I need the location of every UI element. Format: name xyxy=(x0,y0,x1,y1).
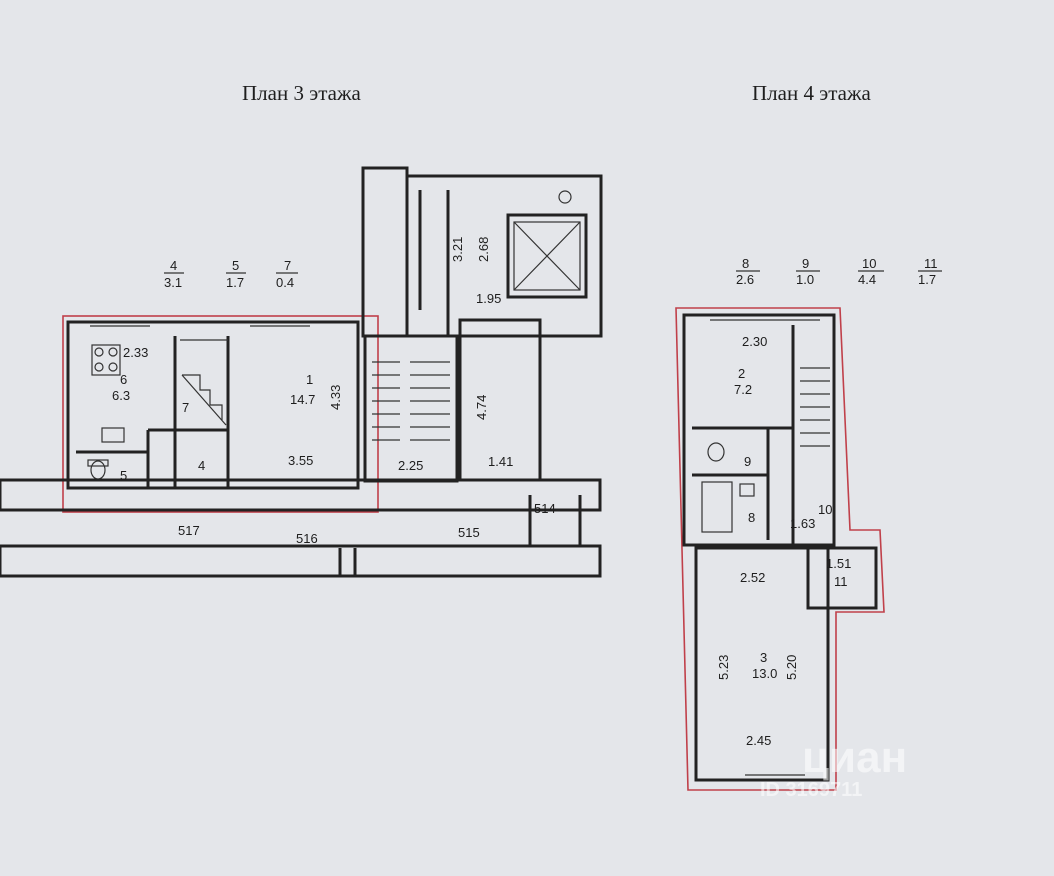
legend-area: 1.7 xyxy=(226,275,244,290)
corridor-width: 1.41 xyxy=(488,454,513,469)
floor4-plan: 2.30 2 7.2 9 8 10 1.63 1.51 11 2.52 3 13… xyxy=(675,307,885,791)
room7-label: 7 xyxy=(182,400,189,415)
room-515: 515 xyxy=(458,525,480,540)
room1-width: 3.55 xyxy=(288,453,313,468)
room3-width-bottom: 2.45 xyxy=(746,733,771,748)
floor3-title: План 3 этажа xyxy=(242,81,361,105)
legend-num: 9 xyxy=(802,256,809,271)
room11-label: 11 xyxy=(834,574,848,589)
room8-label: 8 xyxy=(748,510,755,525)
room5-label: 5 xyxy=(120,468,127,483)
corridor-height: 4.74 xyxy=(474,395,489,420)
room6-width: 2.33 xyxy=(123,345,148,360)
lift-height-1: 3.21 xyxy=(450,237,465,262)
room2-width: 2.30 xyxy=(742,334,767,349)
watermark-brand: циан xyxy=(802,733,907,782)
room1-area: 14.7 xyxy=(290,392,315,407)
room2-area: 7.2 xyxy=(734,382,752,397)
room3-height-left: 5.23 xyxy=(716,655,731,680)
floor3-plan: 1 14.7 3.55 4.33 6 6.3 2.33 7 4 5 2.25 1… xyxy=(0,166,603,578)
room11-width: 1.51 xyxy=(826,556,851,571)
room6-area: 6.3 xyxy=(112,388,130,403)
legend-area: 2.6 xyxy=(736,272,754,287)
room9-label: 9 xyxy=(744,454,751,469)
legend-num: 4 xyxy=(170,258,177,273)
legend-num: 10 xyxy=(862,256,876,271)
room3-height-right: 5.20 xyxy=(784,655,799,680)
floor4-title: План 4 этажа xyxy=(752,81,871,105)
room6-num: 6 xyxy=(120,372,127,387)
legend-area: 4.4 xyxy=(858,272,876,287)
room3-area: 13.0 xyxy=(752,666,777,681)
legend-num: 8 xyxy=(742,256,749,271)
legend-area: 0.4 xyxy=(276,275,294,290)
lift-width: 1.95 xyxy=(476,291,501,306)
room-517: 517 xyxy=(178,523,200,538)
room3-num: 3 xyxy=(760,650,767,665)
room-514: 514 xyxy=(534,501,556,516)
room3-width-top: 2.52 xyxy=(740,570,765,585)
legend-num: 7 xyxy=(284,258,291,273)
legend-area: 1.7 xyxy=(918,272,936,287)
room4-label: 4 xyxy=(198,458,205,473)
legend-area: 3.1 xyxy=(164,275,182,290)
legend-num: 11 xyxy=(924,256,938,271)
lift-height-2: 2.68 xyxy=(476,237,491,262)
stair-width: 2.25 xyxy=(398,458,423,473)
watermark-id: ID 3169711 xyxy=(760,779,862,801)
room1-num: 1 xyxy=(306,372,313,387)
room10-label: 10 xyxy=(818,502,832,517)
room10-width: 1.63 xyxy=(790,516,815,531)
room-516: 516 xyxy=(296,531,318,546)
legend-floor4: 8 2.6 9 1.0 10 4.4 11 1.7 xyxy=(736,256,942,287)
room1-height: 4.33 xyxy=(328,385,343,410)
room2-num: 2 xyxy=(738,366,745,381)
legend-num: 5 xyxy=(232,258,239,273)
legend-area: 1.0 xyxy=(796,272,814,287)
legend-floor3: 4 3.1 5 1.7 7 0.4 xyxy=(164,258,298,290)
